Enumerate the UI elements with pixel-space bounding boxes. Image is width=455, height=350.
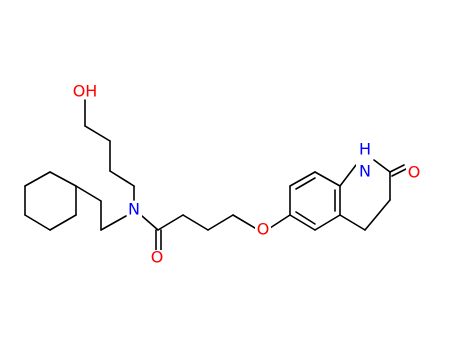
bond bbox=[24, 171, 51, 187]
bond bbox=[157, 214, 184, 231]
bonds bbox=[24, 99, 407, 251]
bond bbox=[389, 164, 405, 173]
atom-labels: OH N O O N H O bbox=[73, 82, 422, 267]
bond bbox=[232, 214, 256, 229]
bond bbox=[295, 211, 316, 225]
bond bbox=[24, 214, 51, 231]
bond bbox=[295, 177, 316, 190]
bond bbox=[100, 215, 127, 231]
bond bbox=[289, 171, 316, 187]
amide-nitrogen-label: N bbox=[128, 200, 140, 219]
bond bbox=[207, 214, 234, 231]
bond bbox=[391, 168, 407, 177]
bond bbox=[269, 214, 291, 229]
hydroxyl-label: OH bbox=[73, 82, 98, 101]
bond bbox=[49, 171, 77, 187]
bond bbox=[141, 215, 159, 231]
bond bbox=[84, 125, 111, 142]
bond bbox=[289, 214, 316, 231]
bond bbox=[182, 214, 209, 231]
bond bbox=[339, 164, 357, 187]
lactam-oxygen-label: O bbox=[408, 163, 421, 182]
bond bbox=[49, 214, 77, 231]
lactam-hydrogen-label: H bbox=[359, 140, 371, 159]
bond bbox=[364, 199, 391, 231]
lactam-nitrogen-label: N bbox=[359, 162, 371, 181]
bond bbox=[339, 214, 366, 231]
bond bbox=[373, 159, 391, 173]
bond bbox=[314, 214, 341, 231]
carbonyl-oxygen-label: O bbox=[151, 248, 164, 267]
ether-oxygen-label: O bbox=[257, 220, 270, 239]
bond bbox=[75, 185, 102, 202]
bond bbox=[109, 170, 135, 187]
bond bbox=[314, 171, 341, 187]
